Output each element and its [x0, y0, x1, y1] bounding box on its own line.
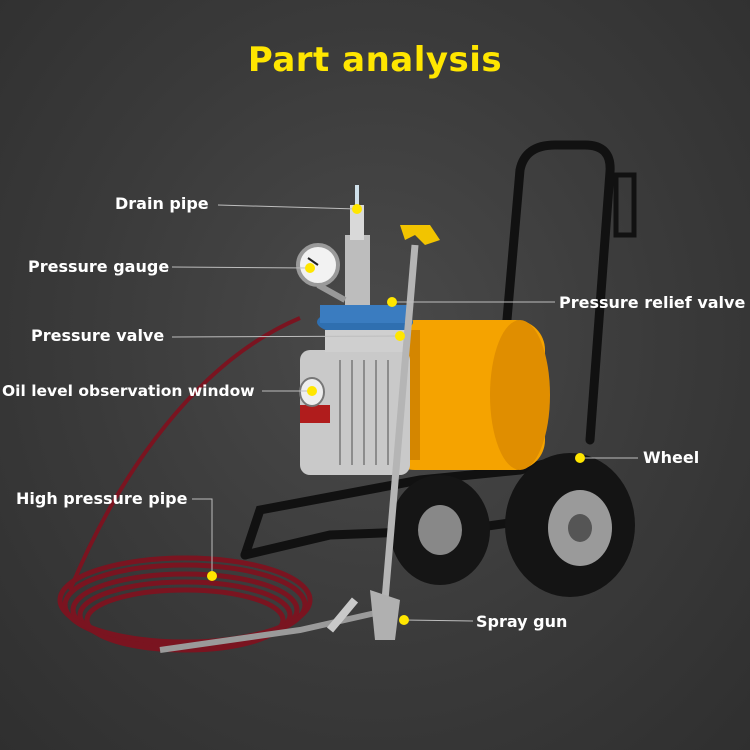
marker-drain-pipe — [352, 204, 362, 214]
label-pressure-valve: Pressure valve — [31, 326, 165, 345]
hose-to-gun — [159, 609, 381, 653]
pressure-gauge — [296, 243, 347, 303]
leader-lines — [171, 204, 638, 622]
label-high-pressure-pipe: High pressure pipe — [16, 489, 188, 508]
handle-bracket — [613, 172, 637, 238]
label-wheel: Wheel — [643, 448, 700, 467]
marker-wheel — [575, 453, 585, 463]
label-drain-pipe: Drain pipe — [115, 194, 209, 213]
label-spray-gun: Spray gun — [476, 612, 568, 631]
marker-pressure-valve — [395, 331, 405, 341]
label-pressure-gauge: Pressure gauge — [28, 257, 170, 276]
wheel-front — [505, 453, 635, 597]
marker-oil-window — [307, 386, 317, 396]
hose-line — [68, 316, 301, 591]
spray-gun — [326, 225, 440, 640]
markers — [207, 204, 585, 625]
wheel-back — [390, 475, 490, 585]
marker-pressure-relief-valve — [387, 297, 397, 307]
label-pressure-relief-valve: Pressure relief valve — [559, 293, 746, 312]
marker-high-pressure-pipe — [207, 571, 217, 581]
page-title: Part analysis — [247, 40, 503, 80]
marker-spray-gun — [399, 615, 409, 625]
label-oil-level-window: Oil level observation window — [2, 382, 255, 400]
pump-body — [299, 350, 410, 475]
drain-pipe-assembly — [345, 185, 370, 305]
marker-pressure-gauge — [305, 263, 315, 273]
